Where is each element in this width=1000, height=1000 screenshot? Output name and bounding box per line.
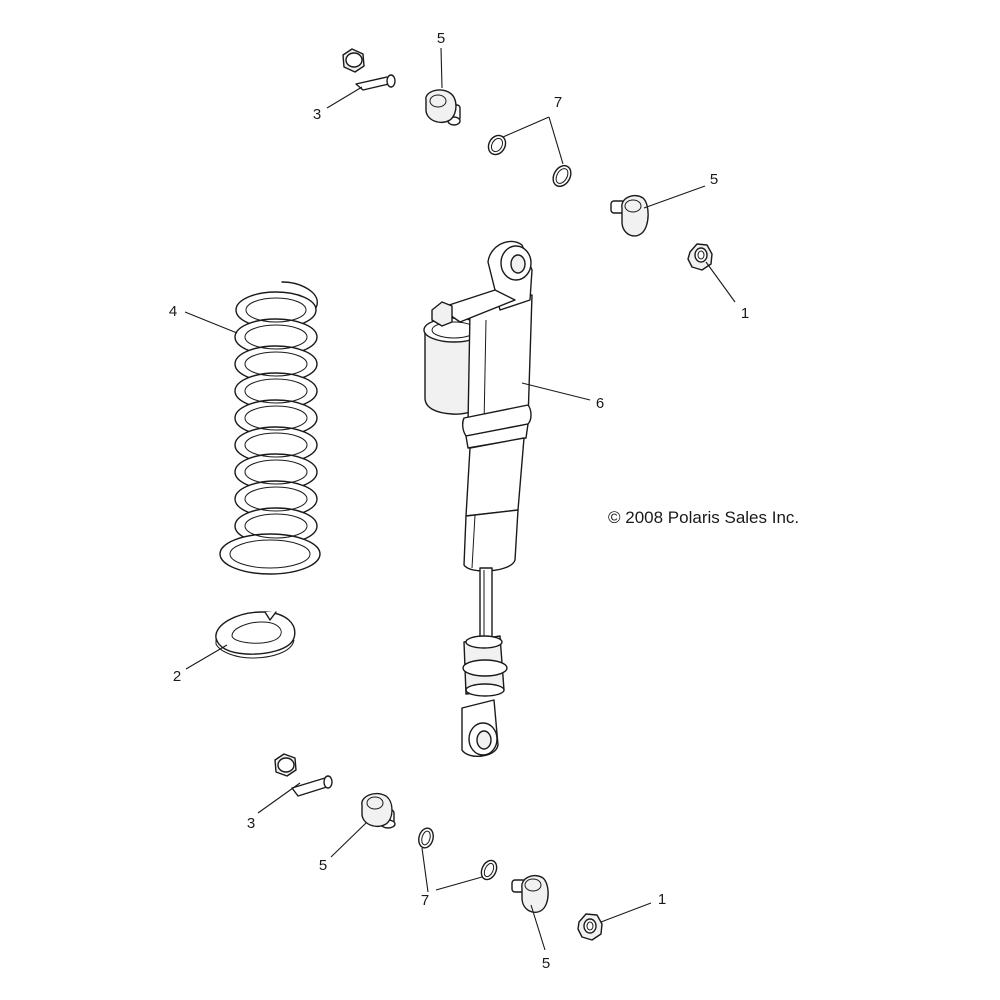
leader-lines [184,47,736,951]
callout-upper-o-rings: 7 [554,94,562,111]
lower-bolt [274,753,333,797]
callout-lower-bushing-right: 5 [542,955,550,972]
coil-spring [219,281,321,575]
callout-shock-absorber: 6 [596,395,604,412]
upper-nut [687,243,713,271]
callout-right-bushing: 5 [710,171,718,188]
callout-upper-nut: 1 [741,305,749,322]
lower-o-rings [418,827,498,881]
lower-bushing-left [361,792,396,829]
shock-absorber [423,240,533,757]
callout-lower-nut: 1 [658,891,666,908]
callout-upper-bushing: 5 [437,30,445,47]
upper-o-rings [487,134,572,188]
upper-bushing [425,89,461,126]
callout-lower-o-rings: 7 [421,892,429,909]
callout-coil-spring: 4 [169,303,177,320]
callout-upper-bolt: 3 [313,106,321,123]
spring-retainer [215,611,296,659]
copyright-notice: © 2008 Polaris Sales Inc. [608,508,799,527]
callout-spring-retainer: 2 [173,668,181,685]
lower-nut [577,913,603,941]
lower-bushing-right [511,874,549,914]
right-bushing [610,194,649,237]
callout-lower-bolt: 3 [247,815,255,832]
callout-lower-bushing-left: 5 [319,857,327,874]
upper-bolt [342,48,396,91]
